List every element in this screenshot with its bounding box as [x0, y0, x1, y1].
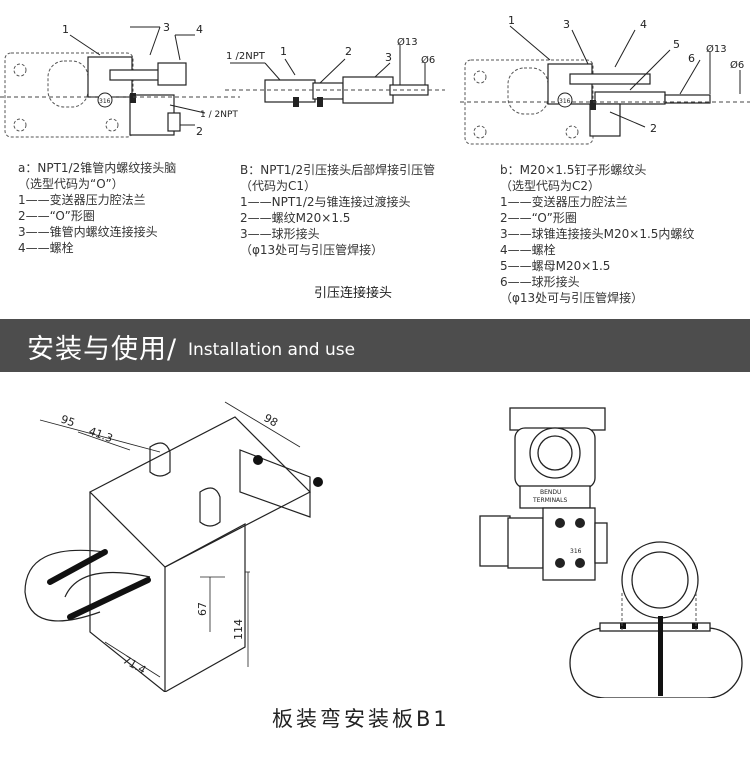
section-title-cn: 安装与使用/ [27, 334, 178, 365]
caption-B-line: （代码为C1） [240, 179, 317, 193]
caption-b-line: （φ13处可与引压管焊接） [500, 291, 644, 305]
callout-b-1: 1 [508, 14, 515, 27]
diagram-npt-joint-a: 3 4 1 2 316 1 / 2NPT [0, 21, 240, 138]
callout-B-3: 3 [385, 51, 392, 64]
callout-b-316: 316 [559, 98, 571, 105]
caption-b-line: （选型代码为C2） [500, 179, 601, 193]
callout-b-4: 4 [640, 18, 647, 31]
caption-B-line: 3——球形接头 [240, 227, 320, 241]
callout-B-2: 2 [345, 45, 352, 58]
caption-b-line: 5——螺母M20×1.5 [500, 259, 611, 273]
caption-b-line: 6——球形接头 [500, 275, 580, 289]
callout-B-1: 1 [280, 45, 287, 58]
callout-b-5: 5 [673, 38, 680, 51]
caption-b-line: 2——“O”形圈 [500, 211, 577, 225]
callout-b-3: 3 [563, 18, 570, 31]
caption-B-title: B：NPT1/2引压接头后部焊接引压管 [240, 163, 436, 177]
diagram-transmitter-pipe-mount: BENDU TERMINALS 316 [479, 407, 743, 698]
callout-b-d13: Ø13 [706, 43, 727, 55]
dim-41-3: 41.3 [87, 425, 114, 446]
callout-B-npt: 1 /2NPT [226, 51, 266, 62]
caption-a-line: 2——“O”形圈 [18, 209, 95, 223]
callout-a-4: 4 [196, 23, 203, 36]
callout-a-1: 1 [62, 23, 69, 36]
diagram-welded-joint-B: 1 /2NPT 1 2 3 Ø13 Ø6 [225, 36, 445, 107]
dim-95: 95 [59, 413, 77, 430]
dim-114: 114 [232, 619, 245, 640]
callout-a-2: 2 [196, 125, 203, 138]
callout-a-npt: 1 / 2NPT [200, 110, 238, 120]
callout-B-d6: Ø6 [421, 54, 435, 66]
transmitter-label-316: 316 [570, 548, 582, 555]
caption-b-line: 3——球锥连接接头M20×1.5内螺纹 [500, 227, 695, 241]
section-title-en: Installation and use [188, 340, 356, 360]
caption-b-line: 1——变送器压力腔法兰 [500, 195, 628, 209]
caption-b-line: 4——螺栓 [500, 243, 556, 257]
dim-71-4: 71.4 [121, 653, 149, 677]
caption-B: B：NPT1/2引压接头后部焊接引压管 （代码为C1） 1——NPT1/2与锥连… [240, 162, 435, 258]
diagram-m20-joint-b: 1 3 4 5 Ø13 6 Ø6 316 2 [460, 14, 750, 145]
dim-98: 98 [262, 411, 281, 429]
caption-a-line: 4——螺栓 [18, 241, 74, 255]
terminal-text-2: TERMINALS [532, 497, 568, 504]
section-title-bar: 安装与使用/ Installation and use [0, 319, 750, 372]
callout-B-d13: Ø13 [397, 36, 418, 48]
diagram-bracket-b1: 95 41.3 98 67 114 71.4 [24, 401, 323, 692]
callout-a-3: 3 [163, 21, 170, 34]
bracket-caption: 板装弯安装板B1 [272, 707, 450, 731]
dim-67: 67 [196, 602, 209, 616]
caption-B-line: 1——NPT1/2与锥连接过渡接头 [240, 195, 411, 209]
caption-a-line: 1——变送器压力腔法兰 [18, 193, 146, 207]
caption-B-line: （φ13处可与引压管焊接） [240, 243, 384, 257]
terminal-text-1: BENDU [540, 489, 561, 496]
caption-a-line: 3——锥管内螺纹连接接头 [18, 225, 158, 239]
caption-b: b：M20×1.5钉子形螺纹头 （选型代码为C2） 1——变送器压力腔法兰 2—… [500, 162, 694, 306]
caption-a: a：NPT1/2锥管内螺纹接头脑 （选型代码为“O”） 1——变送器压力腔法兰 … [18, 160, 176, 256]
top-figure-title: 引压连接接头 [314, 286, 393, 301]
callout-b-2: 2 [650, 122, 657, 135]
caption-a-title: a：NPT1/2锥管内螺纹接头脑 [18, 161, 177, 175]
callout-b-6: 6 [688, 52, 695, 65]
caption-b-title: b：M20×1.5钉子形螺纹头 [500, 163, 647, 177]
caption-B-line: 2——螺纹M20×1.5 [240, 211, 351, 225]
caption-a-line: （选型代码为“O”） [18, 177, 124, 191]
callout-b-d6: Ø6 [730, 59, 744, 71]
callout-a-316: 316 [99, 98, 111, 105]
